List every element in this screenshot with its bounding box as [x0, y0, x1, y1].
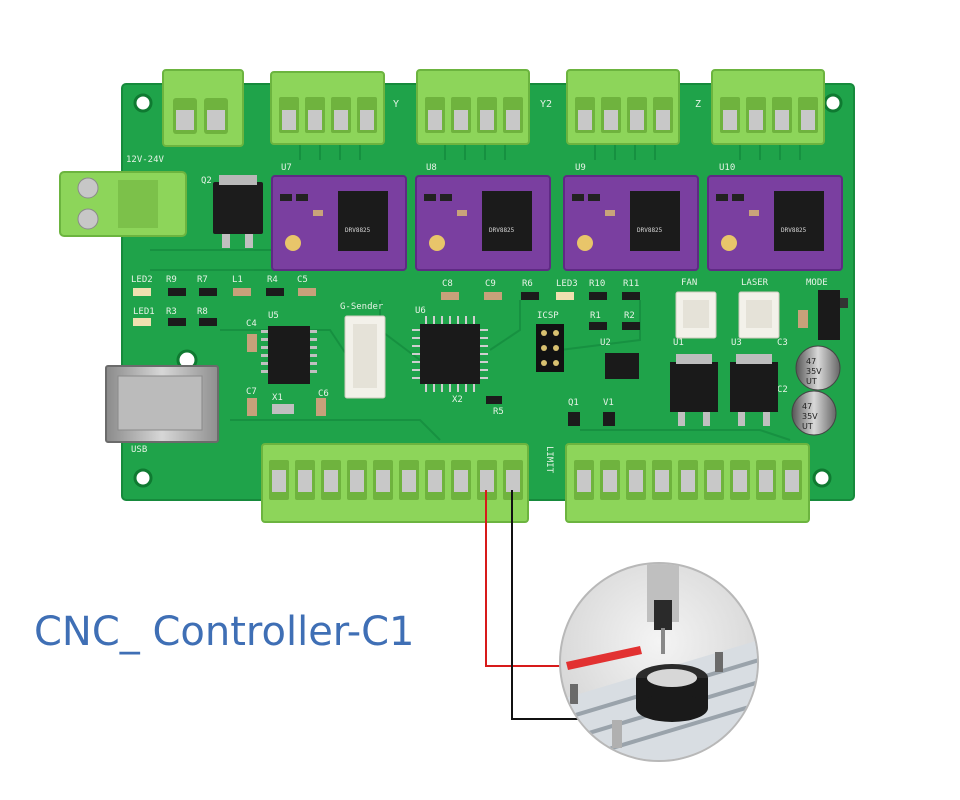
label-limit: LIMIT	[544, 446, 554, 474]
label-u2: U2	[600, 338, 611, 348]
regulator-u3	[730, 354, 778, 426]
label-q2: Q2	[201, 176, 212, 186]
label-l1: L1	[232, 275, 243, 285]
terminal-bottom-right	[565, 443, 810, 523]
label-r3: R3	[166, 307, 177, 317]
pcb-traces	[150, 140, 801, 441]
label-u1: U1	[673, 338, 684, 348]
stepper-driver-u9: DRV8825	[563, 175, 699, 271]
usb-port-icon	[105, 365, 219, 443]
regulator-q2	[213, 175, 263, 248]
label-led3: LED3	[556, 279, 578, 289]
mount-hole	[812, 468, 832, 488]
terminal-x	[416, 69, 530, 145]
power-plug	[59, 171, 187, 237]
label-c9: C9	[485, 279, 496, 289]
label-r11: R11	[623, 279, 639, 289]
label-c4: C4	[246, 319, 257, 329]
label-u7: U7	[281, 163, 292, 173]
smd-components	[133, 288, 808, 426]
label-c8: C8	[442, 279, 453, 289]
label-c6: C6	[318, 389, 329, 399]
label-mode: MODE	[806, 278, 828, 288]
chip-u5	[261, 326, 317, 384]
label-icsp: ICSP	[537, 311, 559, 321]
red-wire	[485, 490, 565, 667]
connector-gsender	[344, 315, 386, 399]
label-led1: LED1	[133, 307, 155, 317]
capacitor-c2: 47 35V UT	[791, 390, 837, 436]
label-fan: FAN	[681, 278, 697, 288]
connector-fan	[675, 291, 717, 339]
regulator-u1	[670, 354, 718, 426]
terminal-z	[711, 69, 825, 145]
capacitor-c3: 47 35V UT	[795, 345, 841, 391]
label-q1: Q1	[568, 398, 579, 408]
terminal-power-top	[162, 69, 244, 147]
terminal-y2	[566, 69, 680, 145]
label-y2: Y2	[540, 99, 552, 110]
label-laser: LASER	[741, 278, 769, 288]
cap-c2-brand: UT	[802, 422, 813, 431]
label-c5: C5	[297, 275, 308, 285]
svg-text:DRV8825: DRV8825	[637, 227, 663, 234]
icsp-header	[536, 324, 564, 372]
label-r1: R1	[590, 311, 601, 321]
page-title: CNC_ Controller-C1	[34, 609, 415, 655]
mode-switch	[818, 290, 848, 340]
cap-c2-voltage: 35V	[802, 412, 818, 421]
label-x2: X2	[452, 395, 463, 405]
label-u3: U3	[731, 338, 742, 348]
label-u8: U8	[426, 163, 437, 173]
label-u6: U6	[415, 306, 426, 316]
label-r2: R2	[624, 311, 635, 321]
black-wire	[511, 490, 585, 720]
label-usb: USB	[131, 445, 147, 455]
label-r6: R6	[522, 279, 533, 289]
mount-hole	[133, 93, 153, 113]
mount-hole	[823, 93, 843, 113]
label-r5: R5	[493, 407, 504, 417]
label-r8: R8	[197, 307, 208, 317]
probe-wires	[485, 490, 585, 720]
pcb-board: 12V-24V Q2 Y Y2 Z U7 U8 U9 U10 LED2 R9 R…	[59, 69, 855, 523]
cap-c3-value: 47	[806, 357, 816, 366]
svg-text:DRV8825: DRV8825	[781, 227, 807, 234]
label-r7: R7	[197, 275, 208, 285]
cap-c3-voltage: 35V	[806, 367, 822, 376]
svg-text:DRV8825: DRV8825	[345, 227, 371, 234]
chip-u2	[605, 353, 639, 379]
cap-c3-brand: UT	[806, 377, 817, 386]
terminal-y	[270, 71, 385, 145]
label-led2: LED2	[131, 275, 153, 285]
label-r4: R4	[267, 275, 278, 285]
label-v1: V1	[603, 398, 614, 408]
label-gsender: G-Sender	[340, 302, 384, 312]
stepper-driver-u10: DRV8825	[707, 175, 843, 271]
label-y: Y	[393, 99, 399, 110]
microcontroller-u6	[412, 316, 488, 392]
stepper-driver-u8: DRV8825	[415, 175, 551, 271]
terminal-bottom-left	[261, 443, 529, 523]
stepper-driver-u7: DRV8825	[271, 175, 407, 271]
label-z: Z	[695, 99, 701, 110]
cap-c2-value: 47	[802, 402, 812, 411]
label-u9: U9	[575, 163, 586, 173]
svg-text:DRV8825: DRV8825	[489, 227, 515, 234]
label-u5: U5	[268, 311, 279, 321]
label-c3: C3	[777, 338, 788, 348]
label-x1: X1	[272, 393, 283, 403]
label-c7: C7	[246, 387, 257, 397]
label-r10: R10	[589, 279, 605, 289]
mount-hole	[133, 468, 153, 488]
label-power: 12V-24V	[126, 155, 165, 165]
connector-laser	[738, 291, 780, 339]
probe-photo-icon	[559, 562, 759, 762]
label-c2: C2	[777, 385, 788, 395]
label-r9: R9	[166, 275, 177, 285]
label-u10: U10	[719, 163, 735, 173]
